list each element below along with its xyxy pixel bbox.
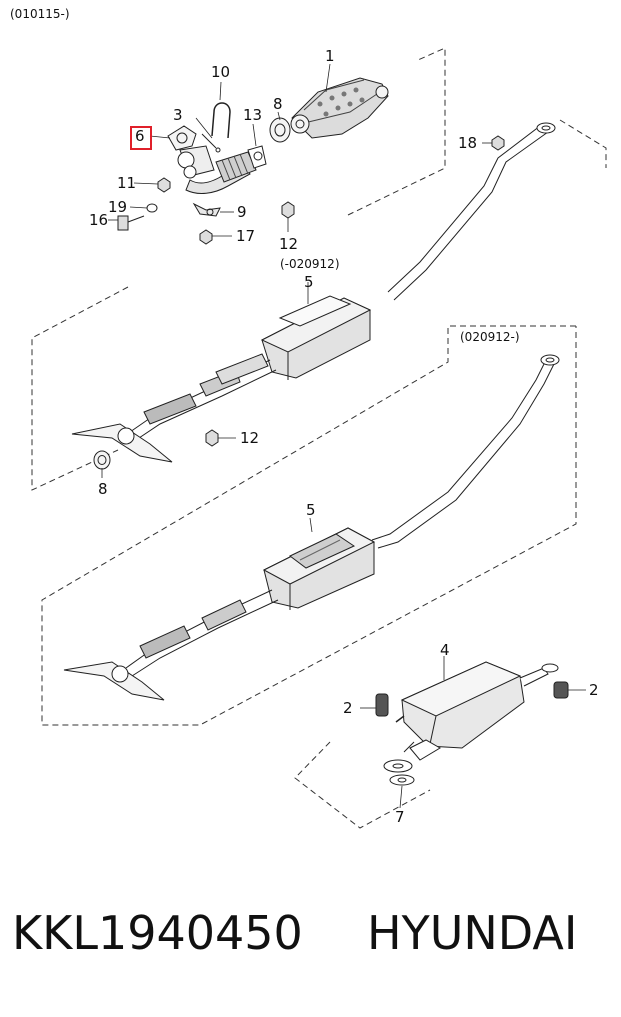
callout-1: 1 — [325, 47, 335, 65]
callout-8-top: 8 — [273, 95, 283, 113]
variant-label-early: (-020912) — [280, 257, 340, 271]
callout-19: 19 — [108, 198, 128, 216]
washer-part-19 — [146, 203, 158, 213]
gasket-part-8-top — [269, 117, 291, 143]
callout-11: 11 — [117, 174, 137, 192]
callout-6: 6 — [135, 127, 145, 145]
dashed-region-rear-muffler — [294, 741, 431, 829]
bolt-part-16 — [117, 215, 145, 231]
gasket-part-6 — [167, 125, 197, 151]
center-pipe-late — [63, 354, 560, 701]
callout-13: 13 — [243, 106, 263, 124]
callout-12-top: 12 — [279, 235, 299, 253]
nut-part-11 — [157, 177, 171, 193]
dashed-region-catalytic-converter — [347, 47, 446, 216]
callout-5-early: 5 — [304, 273, 314, 291]
nut-part-17 — [199, 229, 213, 245]
callout-7: 7 — [395, 808, 405, 826]
brand-name: HYUNDAI — [367, 906, 578, 960]
highlight-box-part-6 — [130, 126, 152, 150]
callout-5-late: 5 — [306, 501, 316, 519]
callout-2-left: 2 — [343, 699, 353, 717]
dashed-region-early-variant — [31, 119, 607, 491]
callout-3: 3 — [173, 106, 183, 124]
rear-muffler — [383, 661, 559, 773]
date-range-label: (010115-) — [10, 7, 70, 21]
dashed-region-late-variant — [41, 325, 577, 726]
callout-16: 16 — [89, 211, 109, 229]
callout-9: 9 — [237, 203, 247, 221]
part-footer: KKL1940450 HYUNDAI — [0, 898, 621, 968]
catalytic-converter — [290, 77, 389, 139]
bracket-part-10 — [211, 102, 231, 139]
nut-part-12-top — [281, 201, 295, 219]
nut-part-18 — [491, 135, 505, 151]
gasket-part-8-lower — [93, 450, 111, 470]
rubber-hanger-part-2-left — [375, 693, 389, 717]
callout-2-right: 2 — [589, 681, 599, 699]
center-pipe-early — [71, 122, 556, 463]
gasket-part-7 — [389, 774, 415, 786]
callout-12-lower: 12 — [240, 429, 260, 447]
stud-part-3 — [201, 133, 221, 153]
rubber-hanger-part-2-right — [553, 681, 569, 699]
variant-label-late: (020912-) — [460, 330, 520, 344]
leader-lines — [101, 63, 586, 809]
callout-10: 10 — [211, 63, 231, 81]
front-exhaust-pipe — [177, 145, 267, 194]
callout-18: 18 — [458, 134, 478, 152]
nut-part-12-lower — [205, 429, 219, 447]
callout-4: 4 — [440, 641, 450, 659]
hanger-part-9 — [192, 202, 221, 217]
part-number: KKL1940450 — [12, 906, 303, 960]
callout-17: 17 — [236, 227, 256, 245]
callout-8-lower: 8 — [98, 480, 108, 498]
